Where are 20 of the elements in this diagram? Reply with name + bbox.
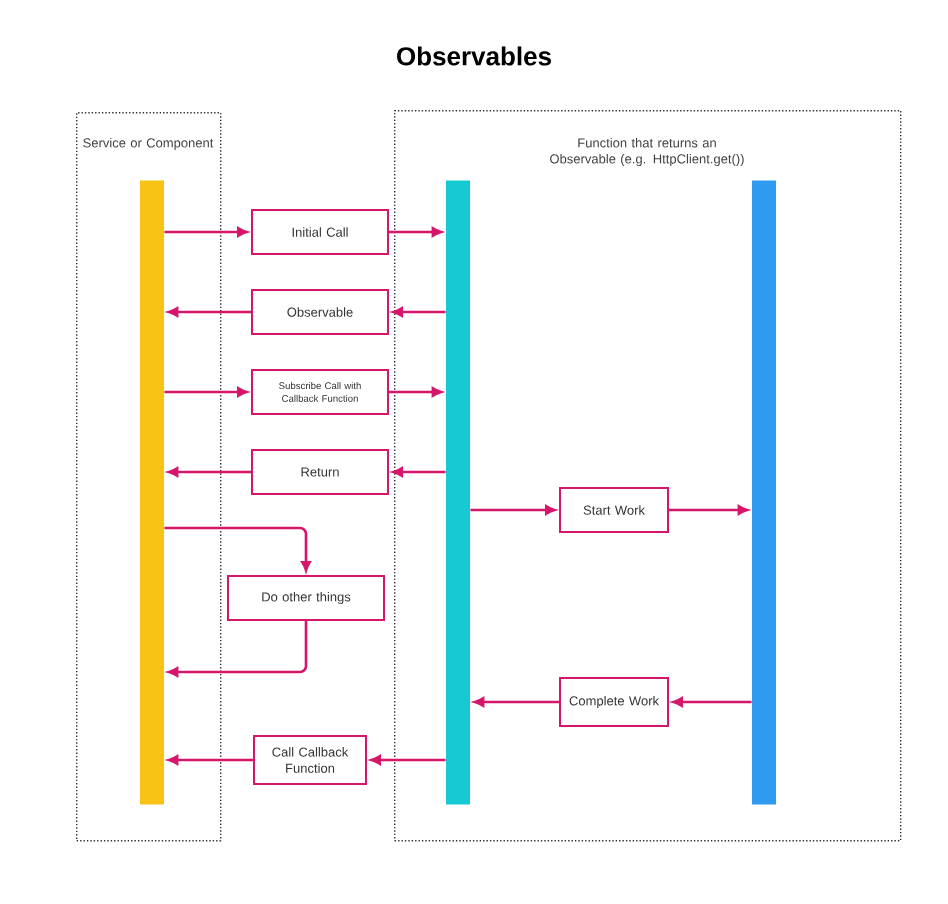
- arrow: [392, 307, 446, 317]
- lifeline-bar: [752, 180, 776, 805]
- arrow: [392, 467, 446, 477]
- arrow: [167, 621, 308, 677]
- arrow: [167, 755, 253, 765]
- arrow: [370, 755, 446, 765]
- arrow: [669, 505, 749, 515]
- arrow: [470, 505, 556, 515]
- arrow: [473, 697, 559, 707]
- title: Observables: [397, 46, 551, 66]
- arrow: [389, 227, 443, 237]
- arrow: [164, 526, 311, 572]
- arrow: [167, 467, 251, 477]
- lifeline-bar: [446, 180, 470, 805]
- arrow: [672, 697, 752, 707]
- arrow: [167, 307, 251, 317]
- arrow: [389, 387, 443, 397]
- arrow: [164, 227, 248, 237]
- arrow: [164, 387, 248, 397]
- lifeline-bar: [140, 180, 164, 805]
